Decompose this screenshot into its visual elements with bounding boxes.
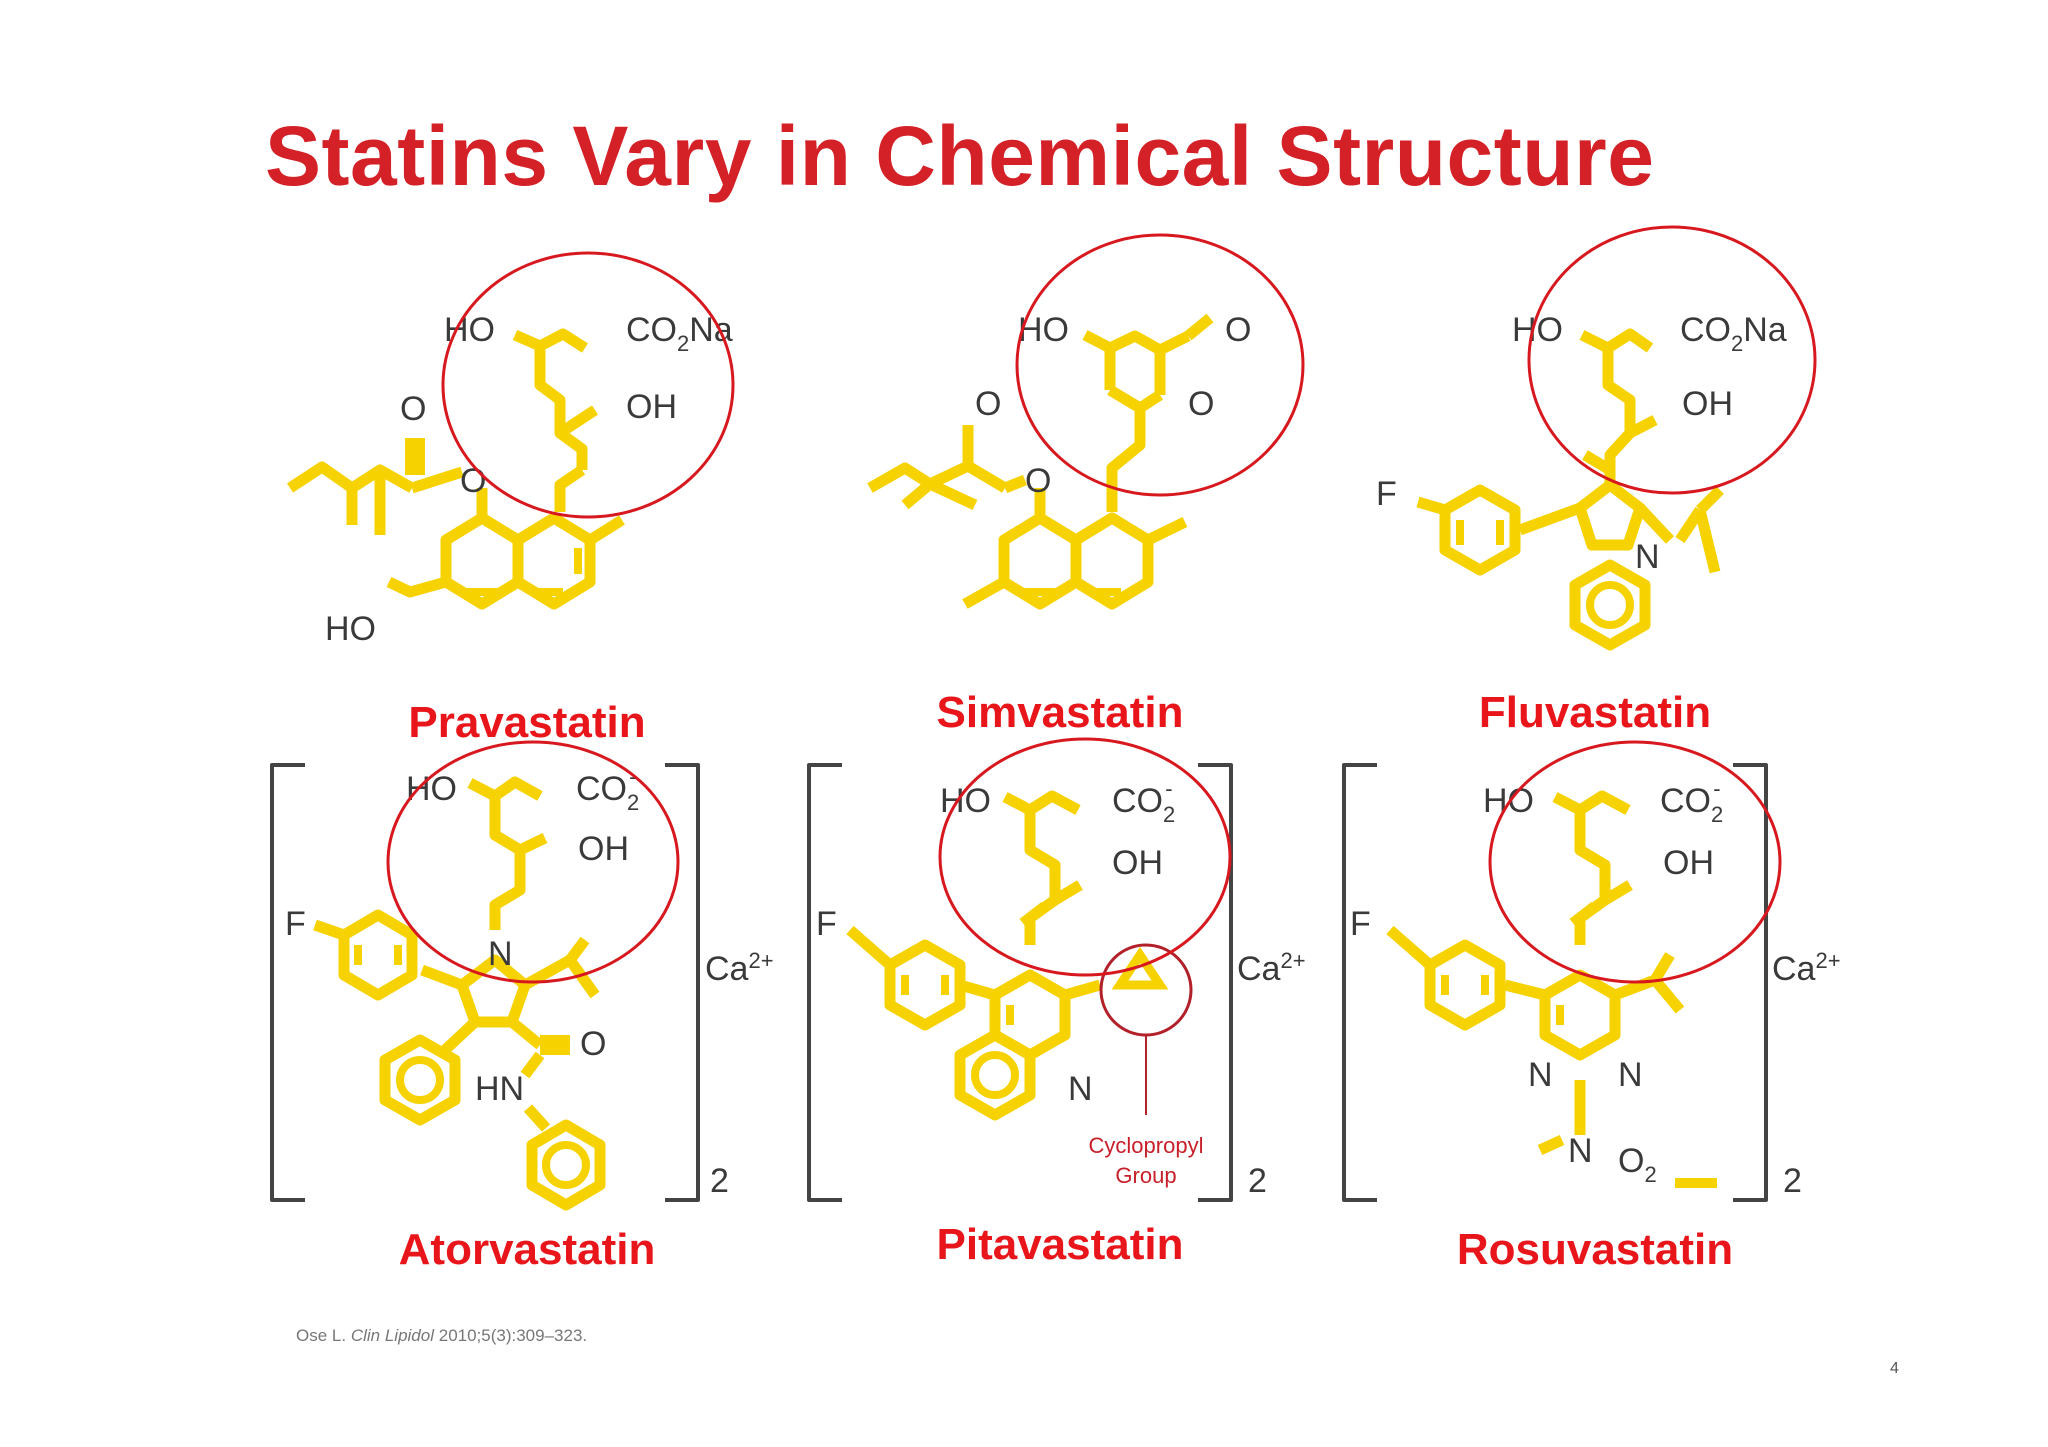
rosuva-f: F [1350, 905, 1371, 943]
simva-o-carbonyl: O [975, 385, 1001, 423]
prava-ho-top: HO [444, 311, 495, 349]
rosuva-highlight-circle [1488, 740, 1782, 984]
atorva-n: N [488, 935, 513, 973]
svg-text:Ca2+: Ca2+ [1237, 948, 1306, 988]
atorva-count: 2 [710, 1162, 729, 1200]
prava-o-carbonyl: O [400, 390, 426, 428]
svg-text:Ca2+: Ca2+ [705, 948, 774, 988]
page-number: 4 [1890, 1360, 1899, 1377]
prava-oh: OH [626, 388, 677, 426]
rosuva-n-bottom: N [1568, 1132, 1593, 1170]
pitavastatin-label: Pitavastatin [936, 1220, 1184, 1269]
slide-title: Statins Vary in Chemical Structure [265, 109, 1655, 203]
simvastatin-structure: HO O O O O [867, 311, 1251, 610]
simva-o-lactone-ring: O [1188, 385, 1214, 423]
simvastatin-label: Simvastatin [936, 688, 1184, 737]
fluva-f: F [1376, 475, 1397, 513]
fluvastatin-structure: HO CO2Na OH F N [1376, 311, 1787, 651]
simva-highlight-circle [1015, 233, 1305, 497]
pitava-f: F [816, 905, 837, 943]
pitava-callout-line2: Group [1115, 1163, 1176, 1188]
atorva-highlight-circle [386, 740, 680, 984]
fluvastatin-label: Fluvastatin [1478, 688, 1712, 737]
fluva-oh: OH [1682, 385, 1733, 423]
simva-o-lactone-carbonyl: O [1225, 311, 1251, 349]
rosuva-oh: OH [1663, 844, 1714, 882]
rosuvastatin-structure: HO CO2- OH F N N N O2 Ca2+ 2 [1342, 763, 1841, 1202]
pitava-highlight-circle [938, 737, 1232, 977]
svg-text:Ca2+: Ca2+ [1772, 948, 1841, 988]
rosuvastatin-label: Rosuvastatin [1456, 1225, 1734, 1274]
svg-text:CO2-: CO2- [1112, 776, 1175, 827]
pitava-ho-top: HO [940, 782, 991, 820]
prava-highlight-circle [441, 251, 735, 519]
rosuva-count: 2 [1783, 1162, 1802, 1200]
pitava-n: N [1068, 1070, 1093, 1108]
pitavastatin-structure: HO CO2- OH F N Cyclopropyl Group Ca2+ 2 [807, 763, 1306, 1202]
fluva-highlight-circle [1527, 225, 1817, 495]
atorva-f: F [285, 905, 306, 943]
prava-ho-bottom: HO [325, 610, 376, 648]
atorva-o: O [580, 1025, 606, 1063]
rosuva-n-right: N [1618, 1056, 1643, 1094]
atorva-hn: HN [475, 1070, 524, 1108]
pitava-oh: OH [1112, 844, 1163, 882]
svg-text:O2: O2 [1618, 1142, 1657, 1187]
atorvastatin-structure: HO CO2- OH F N O HN Ca2+ 2 [270, 763, 774, 1211]
pitava-count: 2 [1248, 1162, 1267, 1200]
pravastatin-label: Pravastatin [408, 698, 646, 747]
simva-o-ester: O [1025, 462, 1051, 500]
rosuva-n-left: N [1528, 1056, 1553, 1094]
prava-o-ester: O [460, 462, 486, 500]
fluva-n: N [1635, 538, 1660, 576]
svg-text:CO2Na: CO2Na [1680, 311, 1787, 356]
atorva-oh: OH [578, 830, 629, 868]
pravastatin-structure: HO CO2Na OH O O HO [286, 311, 733, 648]
atorvastatin-label: Atorvastatin [398, 1225, 656, 1274]
pitava-callout-line1: Cyclopropyl [1089, 1133, 1204, 1158]
citation: Ose L. Clin Lipidol 2010;5(3):309–323. [296, 1326, 588, 1345]
svg-text:CO2Na: CO2Na [626, 311, 733, 356]
svg-text:CO2-: CO2- [1660, 776, 1723, 827]
